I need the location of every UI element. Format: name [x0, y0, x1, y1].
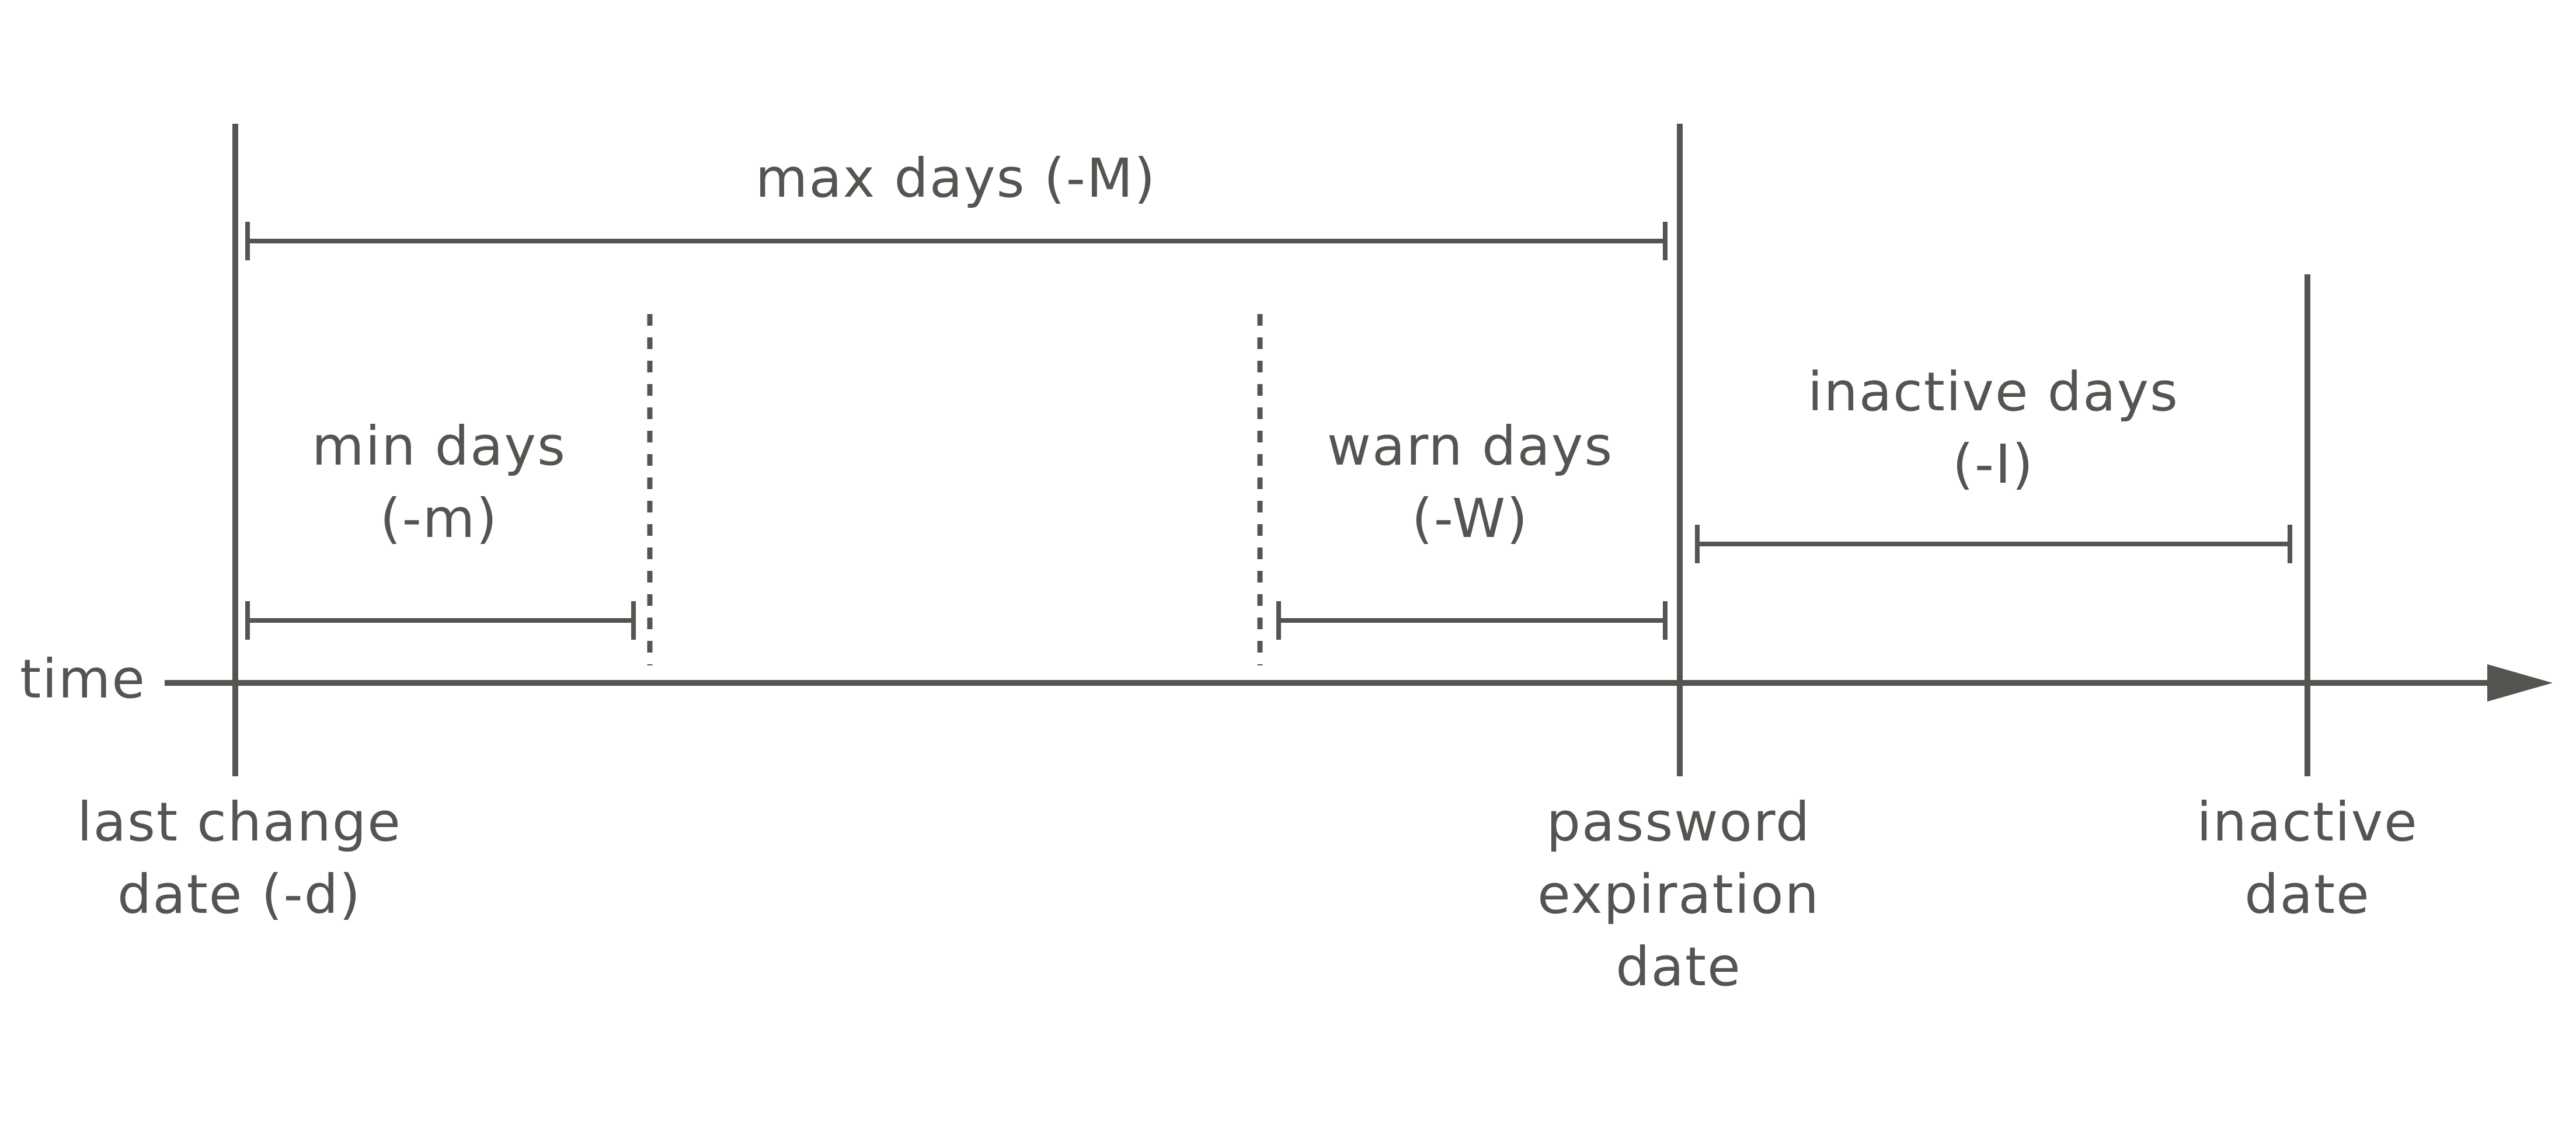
password-expiration-date-label-line1: password [1547, 791, 1811, 853]
min-days-label-line1: min days [312, 415, 566, 477]
last-change-date-label-line2: date (-d) [117, 863, 361, 926]
warn-days-label-line2: (-W) [1412, 487, 1529, 550]
inactive-days-label-line1: inactive days [1808, 361, 2179, 423]
max-days-label: max days (-M) [756, 147, 1156, 210]
time-axis-label: time [20, 648, 146, 710]
inactive-days-span [1695, 525, 2292, 563]
password-expiration-date-label-line3: date [1616, 936, 1741, 998]
min-days-label-line2: (-m) [380, 487, 499, 550]
time-axis-arrowhead [2487, 664, 2553, 702]
inactive-days-label-line2: (-I) [1952, 433, 2034, 496]
warn-days-label-line1: warn days [1327, 415, 1614, 477]
warn-days-span [1276, 601, 1668, 640]
last-change-date-label-line1: last change [77, 791, 402, 853]
min-days-span [245, 601, 636, 640]
password-expiration-date-label-line2: expiration [1537, 863, 1820, 926]
inactive-date-label-line1: inactive [2196, 791, 2418, 853]
inactive-date-label-line2: date [2244, 863, 2370, 926]
max-days-span [245, 222, 1668, 260]
